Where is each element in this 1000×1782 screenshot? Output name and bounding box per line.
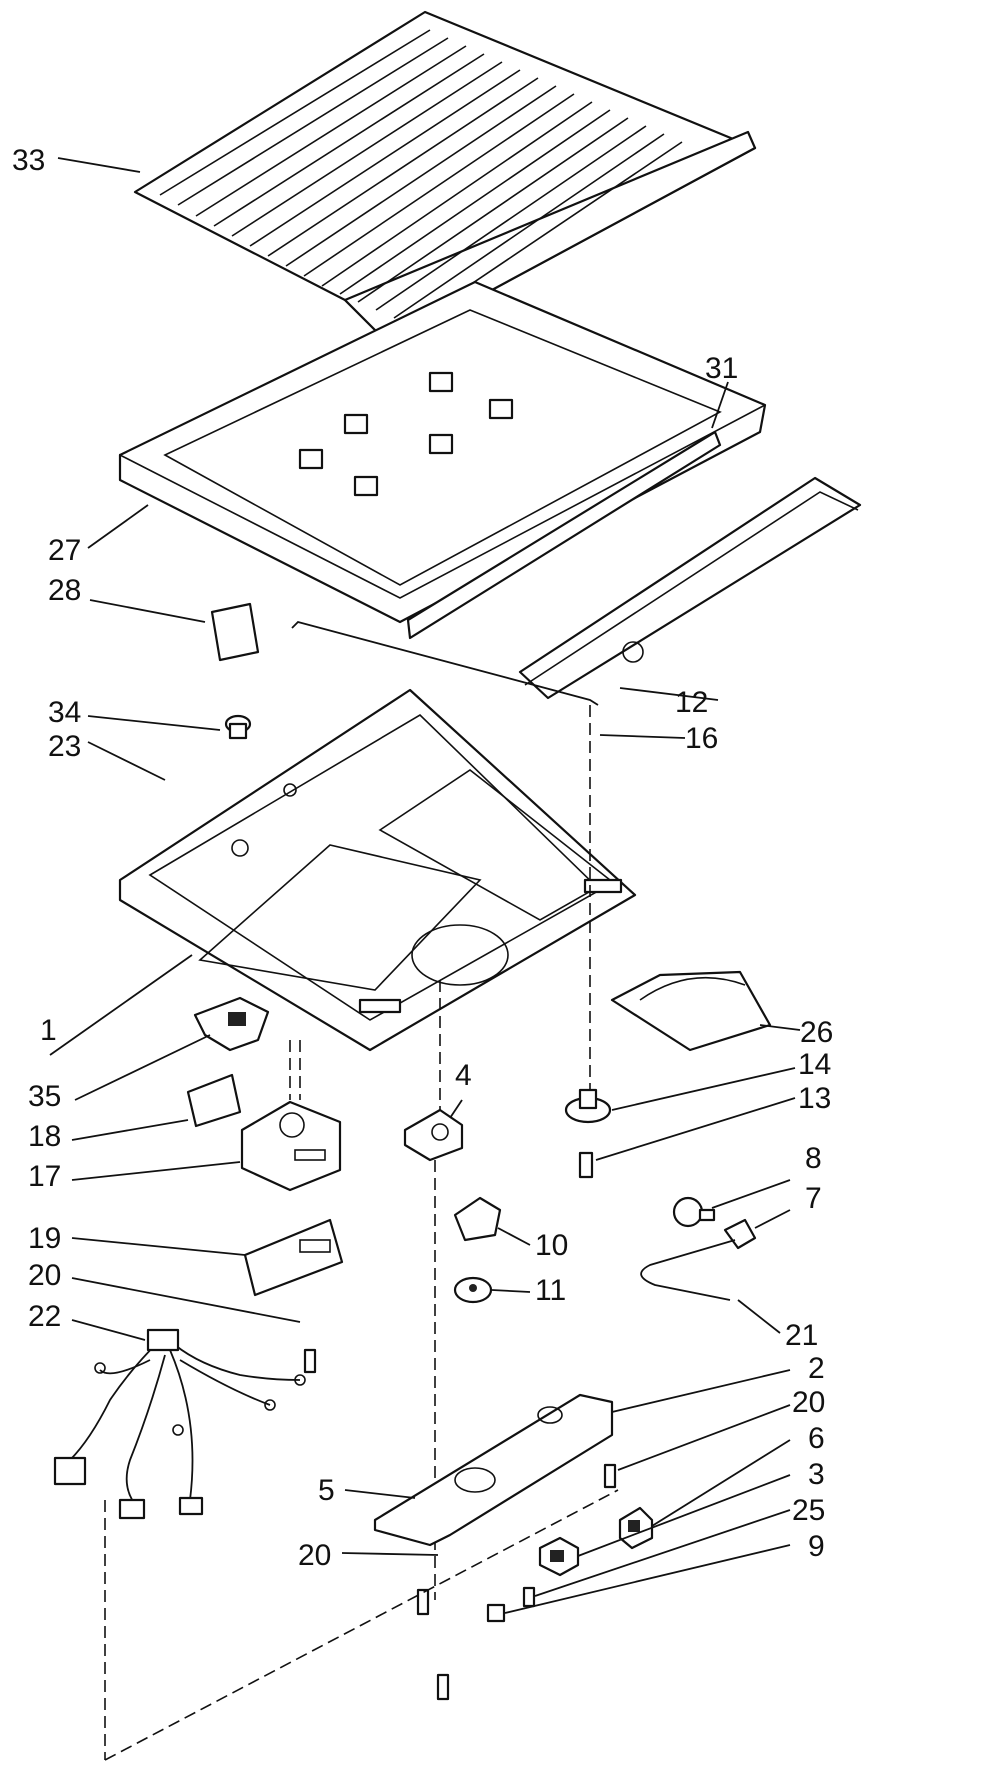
part-21-wire	[640, 1239, 736, 1301]
part-34-grommet	[224, 714, 252, 740]
part-8-bulb	[672, 1196, 716, 1228]
callout-6: 6	[808, 1422, 825, 1455]
part-9-plug	[486, 1603, 506, 1623]
part-35-switch	[193, 996, 270, 1052]
part-3-connector	[538, 1536, 580, 1577]
callout-21: 21	[785, 1319, 818, 1352]
part-19-control-panel	[243, 1218, 344, 1297]
part-25-screw	[522, 1586, 536, 1608]
callout-35: 35	[28, 1080, 61, 1113]
callout-25: 25	[792, 1494, 825, 1527]
callout-34: 34	[48, 696, 81, 729]
part-4-bracket	[403, 1108, 464, 1162]
part-27-tray-frame	[118, 280, 767, 624]
part-20-screw-a	[303, 1348, 317, 1374]
callout-20-top: 20	[28, 1259, 61, 1292]
callout-22: 22	[28, 1300, 61, 1333]
part-10-socket	[453, 1196, 502, 1242]
callout-19: 19	[28, 1222, 61, 1255]
callout-23: 23	[48, 730, 81, 763]
callout-20-bottom: 20	[298, 1539, 331, 1572]
callout-20-right: 20	[792, 1386, 825, 1419]
callout-18: 18	[28, 1120, 61, 1153]
callout-31: 31	[705, 352, 738, 385]
callout-3: 3	[808, 1458, 825, 1491]
part-7-lamp-socket	[723, 1218, 757, 1250]
callout-13: 13	[798, 1082, 831, 1115]
part-11-disc	[453, 1276, 493, 1304]
callout-33: 33	[12, 144, 45, 177]
part-13-screw	[578, 1151, 594, 1179]
callout-7: 7	[805, 1182, 822, 1215]
callout-10: 10	[535, 1229, 568, 1262]
callout-4: 4	[455, 1059, 472, 1092]
part-17-control-housing	[240, 1040, 342, 1192]
part-33-ribbed-cover	[133, 10, 757, 347]
part-31-strip	[406, 430, 722, 640]
part-20-screw-c	[436, 1673, 450, 1701]
part-18-frame	[186, 1073, 242, 1128]
callout-11: 11	[535, 1274, 566, 1307]
part-23-1-base-housing	[118, 688, 637, 1052]
part-12-rail	[518, 476, 862, 700]
callout-9: 9	[808, 1530, 825, 1563]
callout-labels: 33 31 27 28 12 34 23 16 1 26 35 4 14 13 …	[12, 144, 833, 1572]
part-16-wire-rod	[291, 620, 599, 706]
callout-17: 17	[28, 1160, 61, 1193]
callout-1: 1	[40, 1014, 57, 1047]
part-5-screw	[416, 1588, 430, 1616]
callout-5: 5	[318, 1474, 335, 1507]
callout-28: 28	[48, 574, 81, 607]
callout-8: 8	[805, 1142, 822, 1175]
part-22-wiring-harness	[53, 1328, 306, 1520]
callout-leader-lines	[49, 157, 801, 1614]
part-6-connector	[618, 1506, 654, 1550]
callout-2: 2	[808, 1352, 825, 1385]
part-14-knob	[564, 1088, 612, 1124]
part-2-lower-bracket	[373, 1393, 614, 1547]
callout-12: 12	[675, 686, 708, 719]
callout-14: 14	[798, 1048, 831, 1081]
callout-16: 16	[685, 722, 718, 755]
part-26-cover-sheet	[610, 970, 772, 1052]
part-28-block	[210, 602, 260, 662]
leader-dash-harness	[104, 1489, 619, 1761]
callout-27: 27	[48, 534, 81, 567]
callout-26: 26	[800, 1016, 833, 1049]
part-20-screw-b	[603, 1463, 617, 1489]
